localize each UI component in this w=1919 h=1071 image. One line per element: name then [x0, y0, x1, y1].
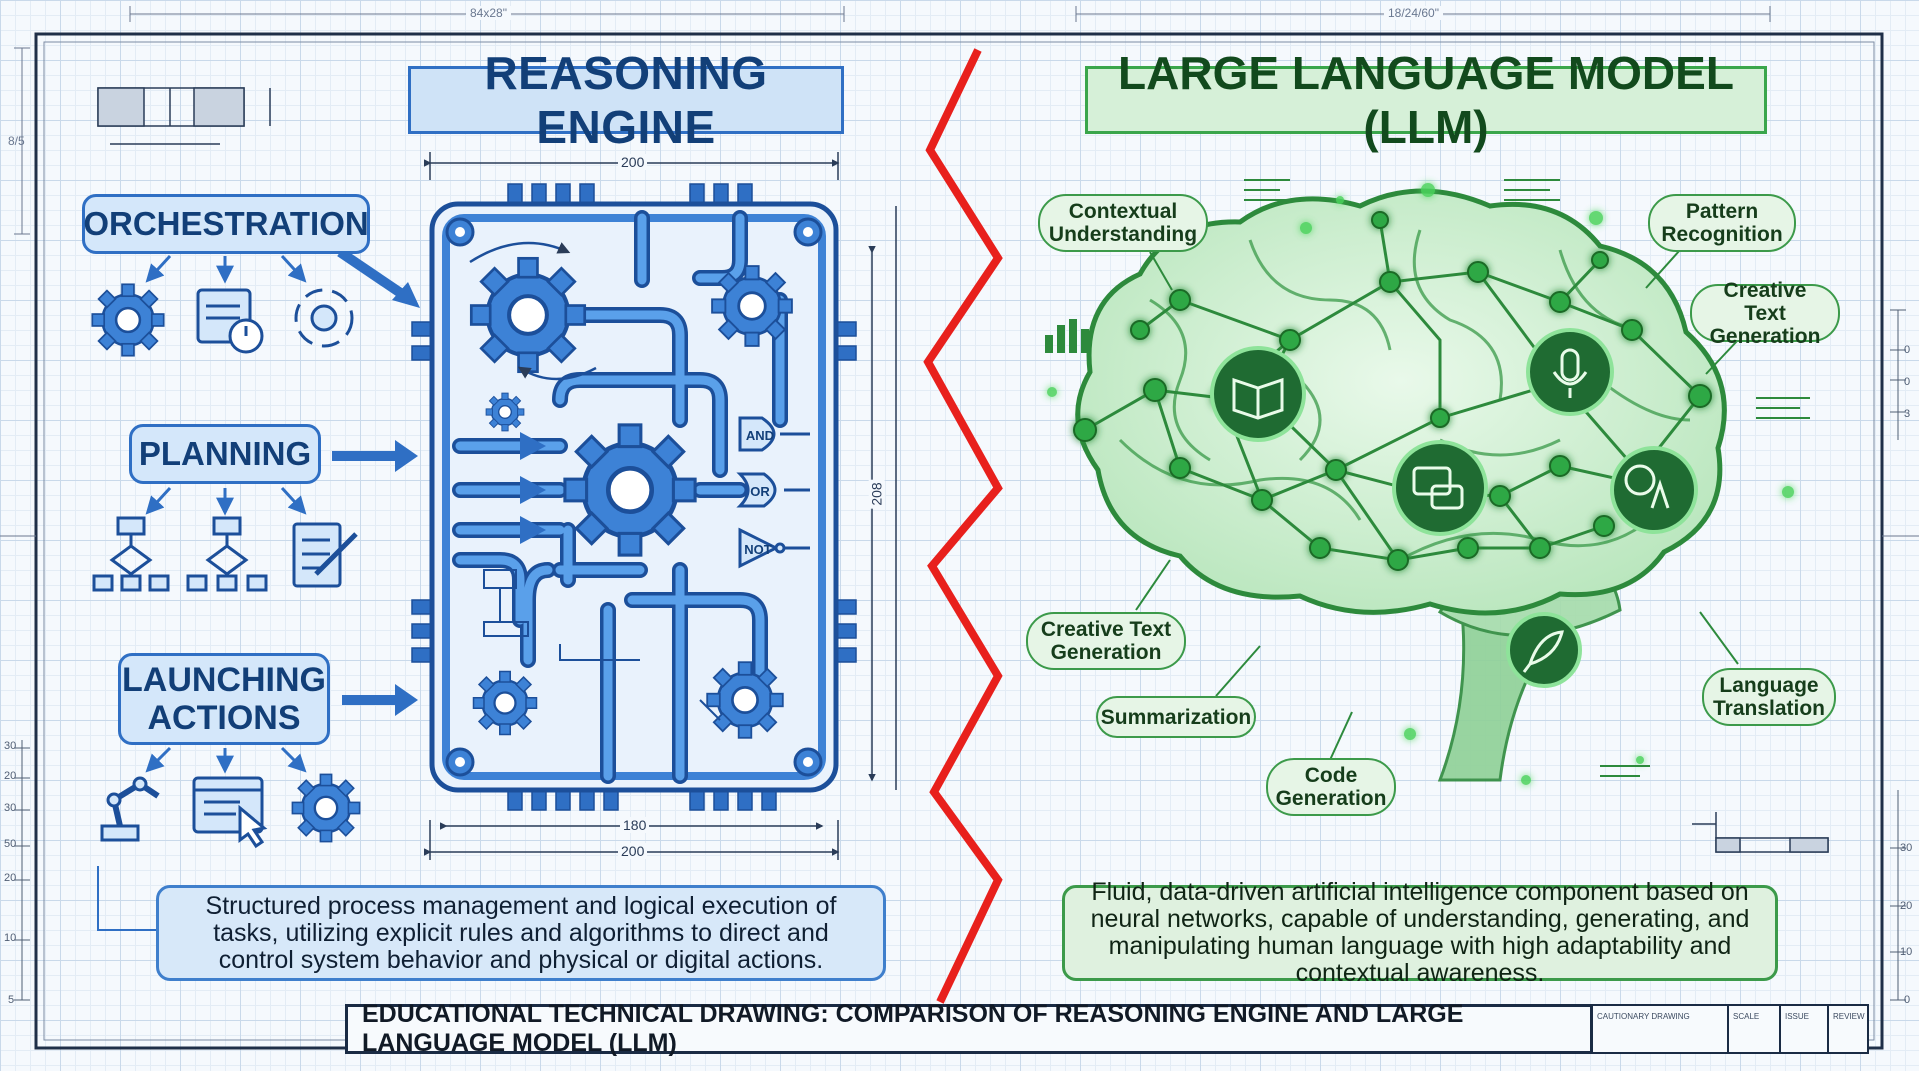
ruler-left-6: 5: [8, 994, 15, 1006]
top-dim-left: 84x28": [466, 6, 511, 20]
logic-gate-shapes: [736, 416, 810, 569]
cap-contextual-understanding: Contextual Understanding: [1038, 194, 1208, 252]
ruler-right-5: 10: [1900, 946, 1913, 958]
ruler-right-3: 30: [1900, 842, 1913, 854]
ruler-right-2: 3: [1904, 408, 1911, 420]
ruler-left-5: 10: [4, 932, 17, 944]
planning-icons: [92, 516, 358, 592]
gate-and-label: AND: [745, 427, 775, 443]
reasoning-engine-description: Structured process management and logica…: [156, 885, 886, 981]
right-ruler: [1890, 309, 1906, 1001]
cap-creative-text-generation-left: Creative Text Generation: [1026, 612, 1186, 670]
launching-icons: [100, 773, 361, 849]
cap-pattern-recognition: Pattern Recognition: [1648, 194, 1796, 252]
llm-description: Fluid, data-driven artificial intelligen…: [1062, 879, 1778, 987]
ruler-left-2: 30: [4, 802, 17, 814]
orchestration-icons: [91, 283, 354, 357]
ruler-right-0: 0: [1904, 344, 1911, 356]
top-dim-right: 18/24/60": [1384, 6, 1443, 20]
dim-side: 208: [868, 479, 885, 509]
module-planning: PLANNING: [129, 424, 321, 484]
ruler-right-6: 0: [1904, 994, 1911, 1006]
reasoning-engine-board: [411, 183, 857, 811]
llm-title: LARGE LANGUAGE MODEL (LLM): [1085, 47, 1767, 153]
left-ruler: [14, 740, 30, 1001]
divider-line: [923, 48, 1003, 1004]
title-block: EDUCATIONAL TECHNICAL DRAWING: COMPARISO…: [345, 1000, 1593, 1057]
ruler-right-4: 20: [1900, 900, 1913, 912]
reasoning-engine-title: REASONING ENGINE: [408, 47, 844, 153]
ruler-left-3: 50: [4, 838, 17, 850]
planning-arrows: [145, 486, 307, 516]
meta-cell-drawing: CAUTIONARY DRAWING: [1593, 1004, 1729, 1054]
orchestration-to-engine-arrow: [337, 247, 408, 301]
module-orchestration: ORCHESTRATION: [82, 194, 370, 254]
cap-creative-text-generation-right: Creative Text Generation: [1690, 279, 1840, 348]
dim-bottom-inner: 180: [620, 817, 650, 833]
left-margin-mark: 8/5: [8, 134, 25, 148]
gate-not-label: NOT: [744, 541, 772, 557]
orchestration-arrows: [145, 254, 307, 284]
meta-cell-review: REVIEW: [1829, 1004, 1869, 1054]
cap-language-translation: Language Translation: [1702, 668, 1836, 726]
ruler-left-0: 30: [4, 740, 17, 752]
dim-top: 200: [618, 154, 648, 170]
mechanical-part-sketch: [97, 87, 271, 145]
module-launching-actions: LAUNCHING ACTIONS: [118, 653, 330, 745]
gate-or-label: OR: [750, 483, 770, 499]
dim-bottom-outer: 200: [618, 843, 648, 859]
llm-brain: [1045, 179, 1810, 785]
ruler-left-1: 20: [4, 770, 17, 782]
ruler-left-4: 20: [4, 872, 17, 884]
meta-cell-issue: ISSUE: [1781, 1004, 1829, 1054]
right-part-sketch: [1692, 812, 1829, 853]
launching-arrows: [145, 746, 307, 774]
cap-summarization: Summarization: [1096, 696, 1256, 738]
cap-code-generation: Code Generation: [1266, 758, 1396, 816]
meta-cell-scale: SCALE: [1729, 1004, 1781, 1054]
ruler-right-1: 0: [1904, 376, 1911, 388]
